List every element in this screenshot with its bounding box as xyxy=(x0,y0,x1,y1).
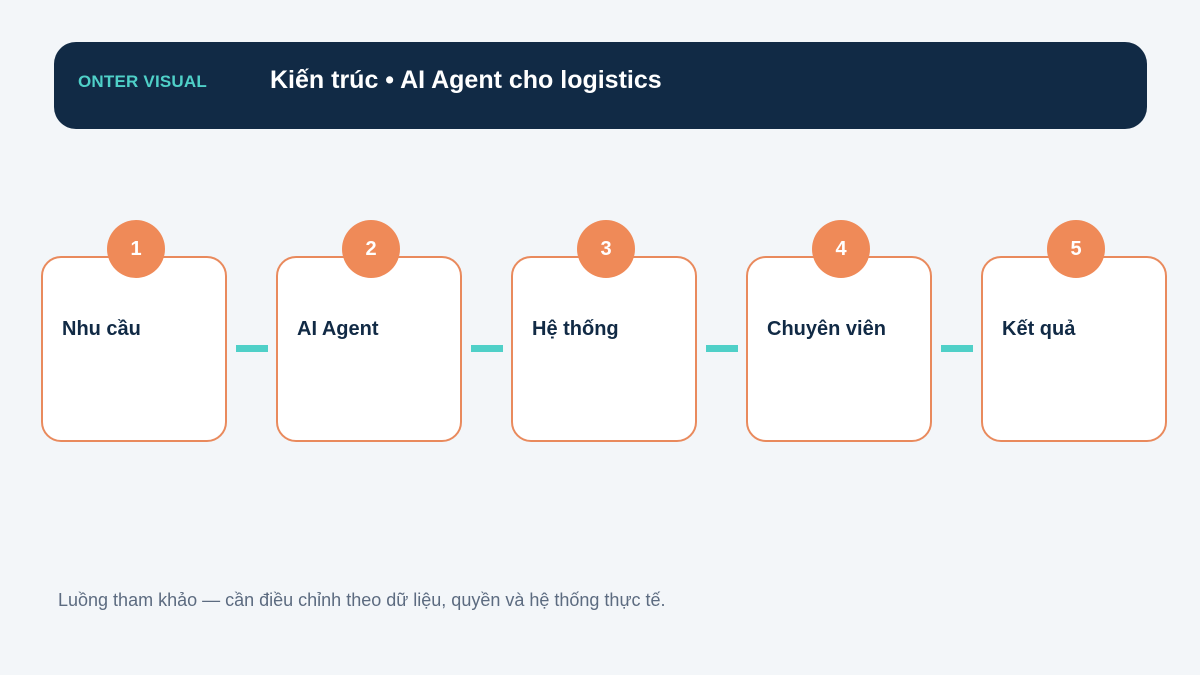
step-number-badge: 5 xyxy=(1047,220,1105,278)
step-label: Hệ thống xyxy=(532,318,619,340)
step-number-badge: 3 xyxy=(577,220,635,278)
connector-line xyxy=(471,345,503,352)
step-label: Kết quả xyxy=(1002,318,1076,340)
header-banner: ONTER VISUAL Kiến trúc • AI Agent cho lo… xyxy=(54,42,1147,129)
step-card-2: 2 AI Agent xyxy=(276,220,462,442)
connector-line xyxy=(706,345,738,352)
step-number-badge: 2 xyxy=(342,220,400,278)
footnote: Luồng tham khảo — cần điều chỉnh theo dữ… xyxy=(58,590,666,610)
step-number-badge: 4 xyxy=(812,220,870,278)
step-number-badge: 1 xyxy=(107,220,165,278)
brand-label: ONTER VISUAL xyxy=(78,72,207,91)
step-card-4: 4 Chuyên viên xyxy=(746,220,932,442)
step-label: Chuyên viên xyxy=(767,318,886,340)
connector-line xyxy=(941,345,973,352)
step-label: Nhu cầu xyxy=(62,318,141,340)
step-card-3: 3 Hệ thống xyxy=(511,220,697,442)
step-card-5: 5 Kết quả xyxy=(981,220,1167,442)
step-label: AI Agent xyxy=(297,318,379,340)
page-title: Kiến trúc • AI Agent cho logistics xyxy=(270,66,662,94)
connector-line xyxy=(236,345,268,352)
step-card-1: 1 Nhu cầu xyxy=(41,220,227,442)
